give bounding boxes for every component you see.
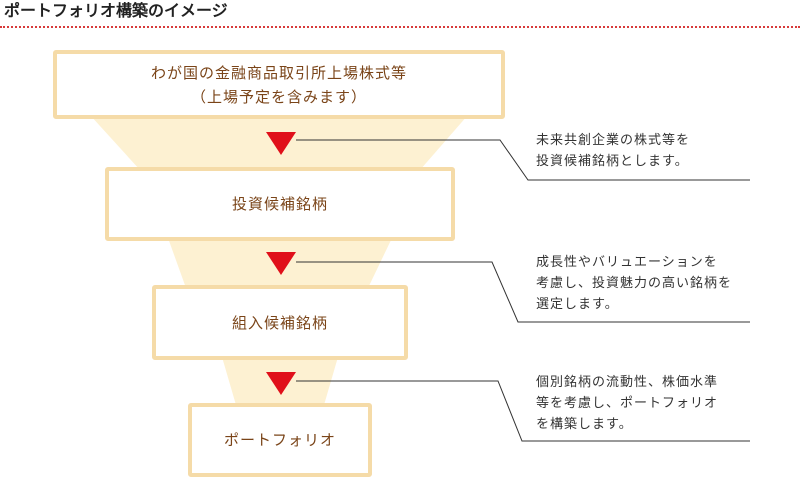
note-investment-candidates: 未来共創企業の株式等を 投資候補銘柄とします。: [536, 130, 690, 172]
note-line: 未来共創企業の株式等を: [536, 133, 691, 148]
red-arrow-down-icon-3: [266, 372, 296, 395]
stage-investment-candidates: 投資候補銘柄: [105, 167, 455, 241]
leader-line-1: [296, 139, 750, 181]
stage-label-line: （上場予定を含みます）: [190, 87, 367, 106]
stage-listed-stocks: わが国の金融商品取引所上場株式等 （上場予定を含みます）: [53, 50, 505, 119]
note-portfolio: 個別銘柄の流動性、株価水準 等を考慮し、ポートフォリオ を構築します。: [536, 372, 718, 435]
red-arrow-down-icon-2: [266, 252, 296, 275]
title-divider: [0, 26, 800, 28]
stage-portfolio: ポートフォリオ: [188, 403, 372, 477]
note-line: 考慮し、投資魅力の高い銘柄を: [536, 276, 733, 291]
leader-line-2: [296, 261, 750, 323]
stage-inclusion-candidates: 組入候補銘柄: [152, 285, 408, 360]
page-title: ポートフォリオ構築のイメージ: [4, 1, 228, 20]
note-inclusion-candidates: 成長性やバリュエーションを 考慮し、投資魅力の高い銘柄を 選定します。: [536, 252, 732, 315]
note-line: 選定します。: [536, 297, 619, 312]
note-line: 等を考慮し、ポートフォリオ: [536, 396, 719, 411]
stage-label-line: ポートフォリオ: [223, 431, 336, 449]
note-line: を構築します。: [536, 417, 633, 432]
note-line: 投資候補銘柄とします。: [536, 154, 689, 169]
red-arrow-down-icon-1: [266, 132, 296, 155]
note-line: 成長性やバリュエーションを: [536, 255, 718, 270]
leader-line-3: [296, 380, 750, 442]
stage-label-line: 投資候補銘柄: [231, 195, 328, 213]
note-line: 個別銘柄の流動性、株価水準: [536, 375, 719, 390]
stage-label-line: わが国の金融商品取引所上場株式等: [150, 63, 407, 82]
stage-label-line: 組入候補銘柄: [231, 313, 328, 332]
